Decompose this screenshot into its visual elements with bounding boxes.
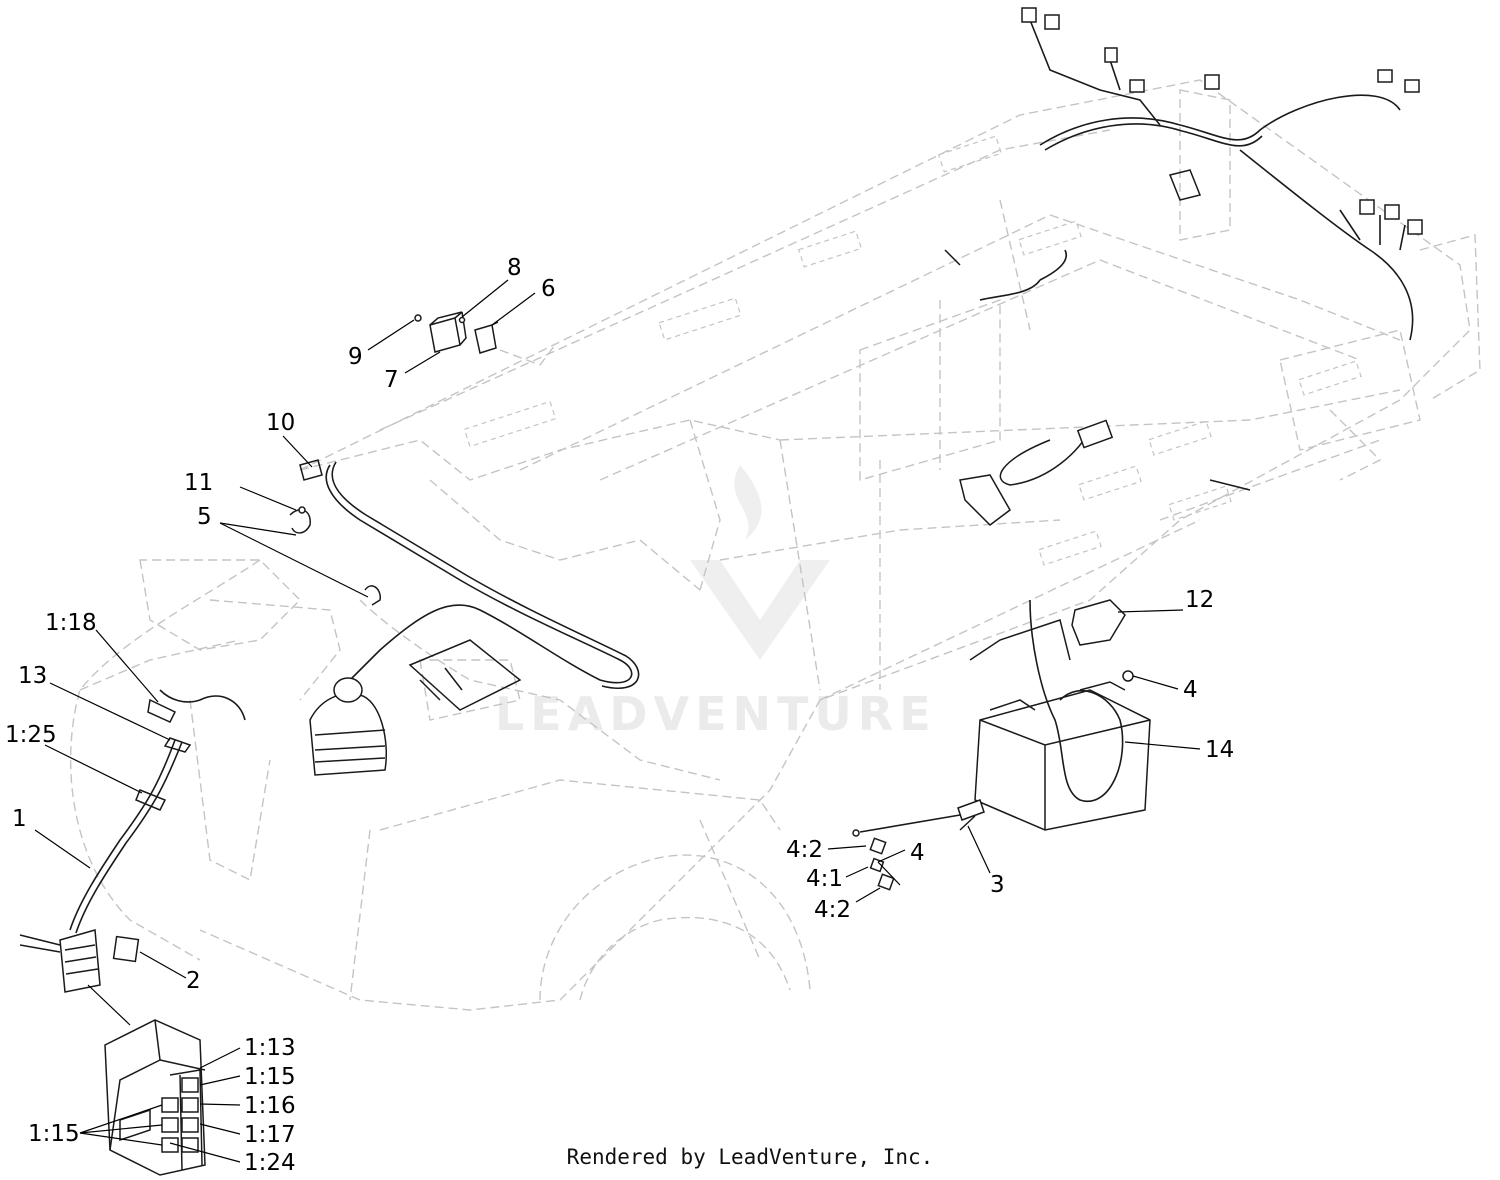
callout-1-13: 1:13 bbox=[244, 1035, 296, 1061]
battery-assembly bbox=[852, 599, 1151, 891]
callout-3: 3 bbox=[990, 872, 1005, 898]
callout-1-15-right: 1:15 bbox=[244, 1064, 296, 1090]
chassis-ghost bbox=[69, 79, 1481, 1011]
front-wire-harness bbox=[19, 689, 246, 993]
callout-1-15-left: 1:15 bbox=[28, 1121, 80, 1147]
callout-4-cable: 4 bbox=[910, 840, 925, 866]
callout-1-18: 1:18 bbox=[45, 610, 97, 636]
relay-assembly bbox=[414, 311, 556, 366]
callout-7: 7 bbox=[384, 367, 399, 393]
rear-wire-harness bbox=[944, 7, 1423, 526]
callout-4-1: 4:1 bbox=[806, 866, 843, 892]
callout-1: 1 bbox=[12, 806, 27, 832]
callout-10: 10 bbox=[266, 410, 295, 436]
callout-5: 5 bbox=[197, 504, 212, 530]
callout-1-16: 1:16 bbox=[244, 1093, 296, 1119]
main-wire-harness bbox=[289, 459, 640, 711]
callout-4-2-top: 4:2 bbox=[786, 837, 823, 863]
callout-4-2-bottom: 4:2 bbox=[814, 897, 851, 923]
callout-4-battery: 4 bbox=[1183, 677, 1198, 703]
callout-12: 12 bbox=[1185, 587, 1214, 613]
leadventure-watermark: LEADVENTURE bbox=[495, 465, 937, 741]
callout-9: 9 bbox=[348, 344, 363, 370]
joystick-boot bbox=[309, 677, 387, 776]
callout-11: 11 bbox=[184, 470, 213, 496]
callout-1-24: 1:24 bbox=[244, 1150, 296, 1176]
watermark-text: LEADVENTURE bbox=[495, 687, 937, 741]
callout-6: 6 bbox=[541, 276, 556, 302]
callout-2: 2 bbox=[186, 968, 201, 994]
callout-13: 13 bbox=[18, 663, 47, 689]
callout-1-17: 1:17 bbox=[244, 1122, 296, 1148]
callout-8: 8 bbox=[507, 255, 522, 281]
callout-14: 14 bbox=[1205, 737, 1234, 763]
callout-labels: 8 6 9 7 10 11 5 1:18 13 1:25 1 2 12 4 14… bbox=[5, 255, 1234, 1176]
leader-lines bbox=[34, 279, 1201, 1163]
footer-credit: Rendered by LeadVenture, Inc. bbox=[566, 1145, 934, 1169]
callout-1-25: 1:25 bbox=[5, 722, 57, 748]
